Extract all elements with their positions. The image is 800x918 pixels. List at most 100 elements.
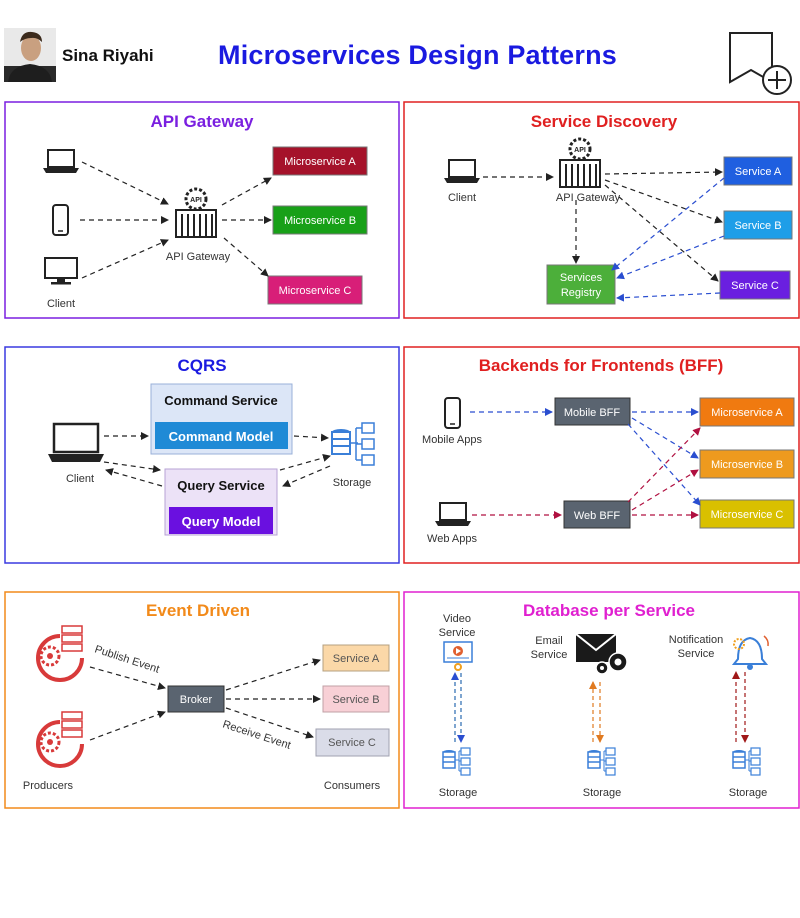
producers-label: Producers (23, 780, 74, 792)
author-avatar (4, 28, 56, 82)
broker-box (167, 685, 225, 713)
sd-client-label: Client (448, 192, 476, 204)
sd-service-a-label: Service A (735, 166, 782, 178)
db-per-service-title: Database per Service (523, 601, 695, 620)
api-gateway-label: API Gateway (166, 251, 231, 263)
api-microservice-b-label: Microservice B (284, 215, 356, 227)
arrow (611, 177, 725, 271)
sd-service-c-label: Service C (731, 280, 779, 292)
registry-label-1: Services (560, 272, 603, 284)
api-microservice-c-box (267, 275, 363, 305)
arrow (616, 292, 721, 302)
svg-text:API: API (574, 147, 586, 154)
laptop-icon (435, 502, 471, 526)
laptop-icon (43, 149, 79, 173)
svg-text:API: API (190, 197, 202, 204)
bff-microservice-b-box (699, 449, 795, 479)
panel-cqrs: CQRS Command Service Command Model Query… (4, 346, 400, 564)
mobile-apps-label: Mobile Apps (422, 434, 482, 446)
producer-icon (36, 625, 84, 682)
arrow (293, 433, 329, 442)
mobile-bff-box (554, 397, 631, 426)
arrow (221, 177, 272, 206)
email-label-2: Service (531, 649, 568, 661)
command-service-label: Command Service (164, 393, 277, 408)
desktop-icon (44, 257, 78, 285)
database-icon (732, 747, 761, 776)
ed-service-b-box (322, 685, 390, 713)
api-client-label: Client (47, 298, 75, 310)
arrow (103, 461, 161, 473)
event-driven-title: Event Driven (146, 601, 250, 620)
query-service-label: Query Service (177, 478, 264, 493)
cqrs-storage-label: Storage (333, 477, 372, 489)
api-microservice-a-box (272, 146, 368, 176)
consumers-label: Consumers (324, 780, 381, 792)
notif-label-2: Service (678, 648, 715, 660)
email-label-1: Email (535, 635, 563, 647)
notif-label-1: Notification (669, 634, 723, 646)
phone-icon (444, 397, 461, 429)
service-discovery-title: Service Discovery (531, 112, 678, 131)
arrow (631, 417, 699, 459)
video-storage-label: Storage (439, 787, 478, 799)
producer-icon (36, 711, 84, 768)
bff-microservice-c-box (699, 499, 795, 529)
api-microservice-c-label: Microservice C (279, 285, 352, 297)
panel-bff: Backends for Frontends (BFF) Mobile Apps… (403, 346, 800, 564)
arrow (627, 423, 701, 506)
arrow (225, 707, 314, 739)
arrow (616, 235, 725, 280)
video-label-2: Service (439, 627, 476, 639)
bff-microservice-b-label: Microservice B (711, 459, 783, 471)
query-model-box (169, 507, 273, 534)
api-gateway-icon: API (175, 187, 217, 238)
bff-microservice-c-label: Microservice C (711, 509, 784, 521)
sd-gateway-label: API Gateway (556, 192, 621, 204)
database-icon (587, 747, 616, 776)
web-apps-label: Web Apps (427, 533, 477, 545)
panel-database-per-service: Database per Service Video Service Email… (403, 591, 800, 809)
arrow (89, 666, 166, 690)
ed-service-c-label: Service C (328, 737, 376, 749)
panel-api-gateway: API Gateway Client API (4, 101, 400, 319)
arrow (89, 710, 166, 741)
sd-service-b-label: Service B (734, 220, 781, 232)
services-registry-box (546, 264, 616, 305)
query-model-label: Query Model (182, 514, 261, 529)
arrow (604, 184, 719, 282)
ed-service-a-label: Service A (333, 653, 380, 665)
ed-service-b-label: Service B (332, 694, 379, 706)
arrow (225, 658, 321, 691)
panel-service-discovery: Service Discovery Client API API Gateway… (403, 101, 800, 319)
database-icon (331, 422, 375, 466)
arrow (223, 237, 269, 277)
email-storage-label: Storage (583, 787, 622, 799)
cqrs-title: CQRS (177, 356, 226, 375)
arrow (81, 239, 169, 279)
command-model-label: Command Model (169, 429, 274, 444)
arrow (604, 168, 723, 177)
arrow (631, 469, 699, 511)
cqrs-client-label: Client (66, 473, 94, 485)
web-bff-box (563, 500, 631, 529)
video-service-icon (443, 641, 473, 671)
bookmark-icon (729, 32, 773, 84)
panel-event-driven: Event Driven Producers Publish Event Bro… (4, 591, 400, 809)
bookmark-add-button[interactable] (726, 30, 794, 96)
page-title: Microservices Design Patterns (218, 40, 617, 70)
broker-label: Broker (180, 694, 213, 706)
api-gateway-title: API Gateway (151, 112, 255, 131)
api-microservice-a-label: Microservice A (284, 156, 356, 168)
laptop-icon (48, 422, 104, 462)
sd-service-c-box (719, 270, 791, 300)
database-icon (442, 747, 471, 776)
notification-bell-icon (731, 635, 769, 670)
video-label-1: Video (443, 613, 471, 625)
mobile-bff-label: Mobile BFF (564, 407, 621, 419)
arrow (81, 161, 169, 205)
registry-label-2: Registry (561, 287, 602, 299)
arrow (604, 179, 723, 224)
phone-icon (52, 204, 69, 236)
